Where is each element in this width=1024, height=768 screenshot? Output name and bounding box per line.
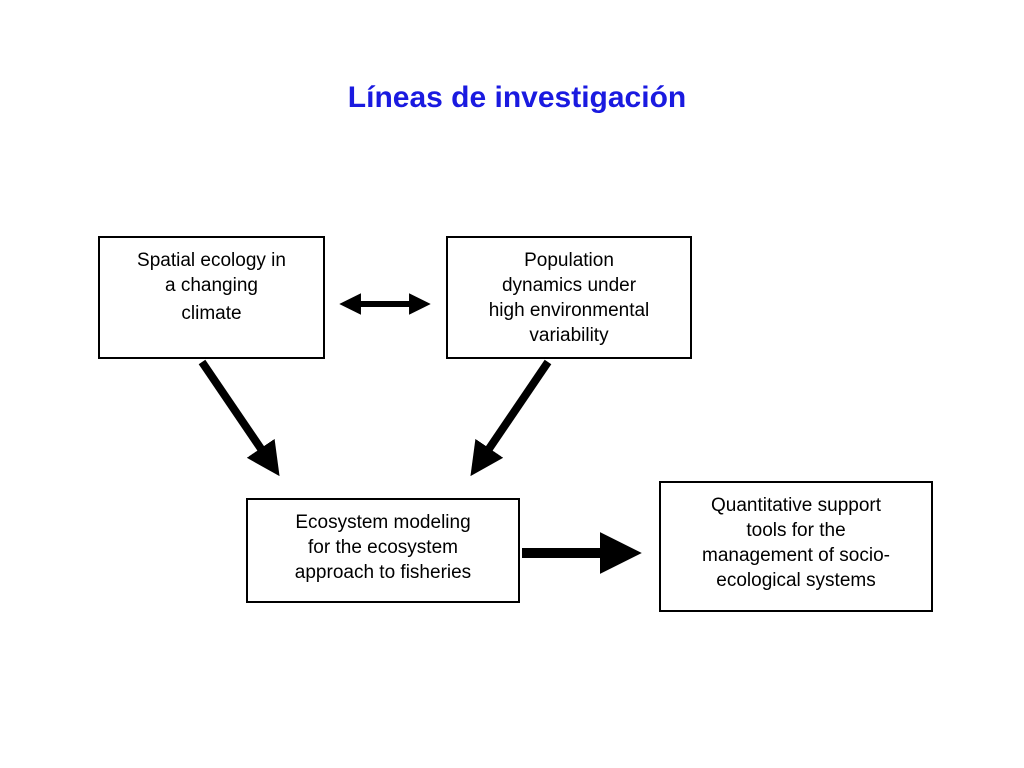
node-quantitative-support: Quantitative support tools for the manag… [659,481,933,612]
node-spatial-ecology: Spatial ecology in a changing climate [98,236,325,359]
edge-population-ecosystem [470,359,552,477]
node-line: Spatial ecology in [137,250,286,271]
node-ecosystem-modeling: Ecosystem modeling for the ecosystem app… [246,498,520,603]
node-line: variability [529,325,609,346]
node-line: a changing [165,275,258,296]
node-line: for the ecosystem [308,537,458,558]
node-line: ecological systems [716,570,876,591]
node-line: Population [524,250,614,271]
node-line: high environmental [488,300,650,321]
node-population-dynamics: Population dynamics under high environme… [446,236,692,359]
node-line: management of socio- [702,545,890,566]
slide-title: Líneas de investigación [347,81,687,114]
edge-spatial-ecosystem [198,359,280,477]
node-line: Ecosystem modeling [295,512,471,533]
node-line: dynamics under [501,275,637,296]
node-line: approach to fisheries [294,562,472,583]
node-spatial-ecology-text: Spatial ecology in a changing climate [100,238,323,357]
node-population-dynamics-text: Population dynamics under high environme… [448,238,690,357]
node-ecosystem-modeling-text: Ecosystem modeling for the ecosystem app… [248,500,518,601]
node-line: Quantitative support [710,495,882,516]
node-line: tools for the [746,520,846,541]
node-quantitative-support-text: Quantitative support tools for the manag… [661,483,931,610]
node-line: climate [181,303,242,324]
